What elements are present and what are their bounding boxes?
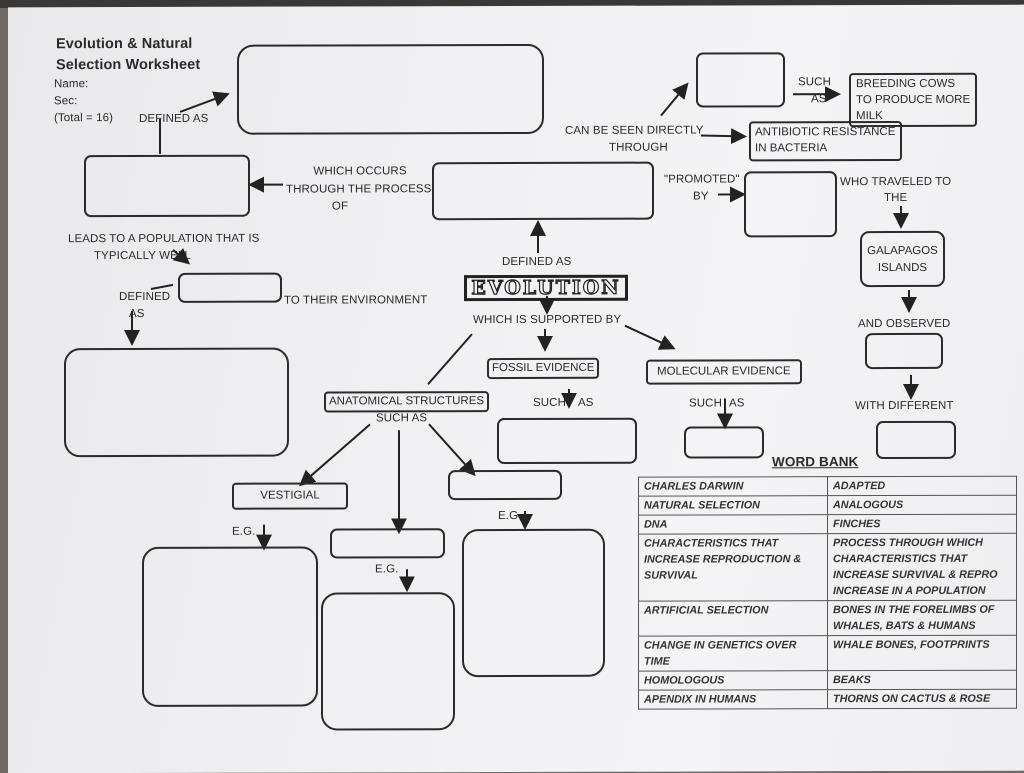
word-bank-term: BEAKS <box>828 670 1017 689</box>
answer-box-adapted-definition[interactable] <box>64 348 289 458</box>
label-supported-by: WHICH IS SUPPORTED BY <box>473 313 621 328</box>
label-eg-2: E.G. <box>375 562 398 577</box>
label-promoted: "PROMOTED" <box>664 172 740 187</box>
answer-box-process[interactable] <box>84 155 250 217</box>
molecular-evidence-label: MOLECULAR EVIDENCE <box>646 359 802 384</box>
sec-label: Sec: <box>54 94 77 109</box>
worksheet-title-line1: Evolution & Natural <box>56 37 192 52</box>
word-bank-term: CHARACTERISTICS THAT INCREASE REPRODUCTI… <box>639 534 828 601</box>
word-bank-row: CHARACTERISTICS THAT INCREASE REPRODUCTI… <box>639 533 1017 601</box>
word-bank-term: THORNS ON CACTUS & ROSE <box>828 689 1017 708</box>
label-promoted-by: BY <box>693 189 709 204</box>
name-label: Name: <box>54 77 88 92</box>
answer-box-different[interactable] <box>876 421 956 459</box>
evolution-title-box: EVOLUTION <box>464 275 628 301</box>
word-bank-term: DNA <box>639 515 828 534</box>
label-as-small: AS <box>811 92 827 107</box>
galapagos-islands-label: GALAPAGOS ISLANDS <box>860 231 945 287</box>
worksheet-title-line2: Selection Worksheet <box>56 58 200 73</box>
answer-box-scientist[interactable] <box>744 171 837 237</box>
word-bank-term: APENDIX IN HUMANS <box>639 690 828 709</box>
answer-box-anatomical-example-3[interactable] <box>462 529 605 677</box>
answer-box-mechanism[interactable] <box>432 162 654 221</box>
word-bank-term: ADAPTED <box>828 476 1017 495</box>
word-bank-term: PROCESS THROUGH WHICH CHARACTERISTICS TH… <box>828 533 1017 600</box>
word-bank-term: BONES IN THE FORELIMBS OF WHALES, BATS &… <box>828 600 1017 635</box>
answer-box-vestigial-example[interactable] <box>142 547 318 707</box>
antibiotic-resistance-label: ANTIBIOTIC RESISTANCE IN BACTERIA <box>749 121 902 161</box>
label-which-occurs: WHICH OCCURS <box>290 164 430 179</box>
answer-box-adapted[interactable] <box>178 273 282 303</box>
breeding-cows-label: BREEDING COWS TO PRODUCE MORE MILK <box>849 73 977 127</box>
word-bank-term: NATURAL SELECTION <box>639 496 828 515</box>
label-with-different: WITH DIFFERENT <box>855 399 954 414</box>
word-bank-term: CHANGE IN GENETICS OVER TIME <box>639 636 828 671</box>
label-and-observed: AND OBSERVED <box>858 317 950 332</box>
label-the: THE <box>884 191 907 206</box>
answer-box-molecular-example[interactable] <box>684 426 764 458</box>
answer-box-anatomical-type-2[interactable] <box>448 470 562 500</box>
label-leads-to-1: LEADS TO A POPULATION THAT IS <box>68 232 259 248</box>
label-who-traveled: WHO TRAVELED TO <box>840 175 951 190</box>
word-bank-term: ARTIFICIAL SELECTION <box>639 601 828 636</box>
label-can-be-seen-2: THROUGH <box>609 141 668 156</box>
label-such-as-anatomical: SUCH AS <box>376 411 427 426</box>
label-such-molecular: SUCH <box>689 396 722 411</box>
word-bank-term: FINCHES <box>828 514 1017 533</box>
answer-box-anatomical-type-3[interactable] <box>330 528 445 558</box>
word-bank-term: ANALOGOUS <box>828 495 1017 514</box>
answer-box-artificial-selection[interactable] <box>696 52 785 107</box>
worksheet-paper: Evolution & Natural Selection Worksheet … <box>8 5 1024 773</box>
label-such: SUCH <box>798 75 831 90</box>
label-as-molecular: AS <box>729 396 745 411</box>
label-defined-as-top: DEFINED AS <box>139 112 208 127</box>
word-bank-title: WORD BANK <box>772 454 858 469</box>
word-bank-term: CHARLES DARWIN <box>639 477 828 496</box>
fossil-evidence-label: FOSSIL EVIDENCE <box>487 358 599 379</box>
label-of: OF <box>320 199 360 214</box>
label-eg-1: E.G. <box>232 525 255 540</box>
word-bank-term: HOMOLOGOUS <box>639 671 828 690</box>
answer-box-evolution-definition[interactable] <box>237 44 544 135</box>
answer-box-fossil-example[interactable] <box>497 418 637 464</box>
total-label: (Total = 16) <box>54 111 113 126</box>
word-bank-term: WHALE BONES, FOOTPRINTS <box>828 635 1017 670</box>
label-eg-3: E.G <box>498 509 518 524</box>
anatomical-structures-label: ANATOMICAL STRUCTURES <box>324 391 489 412</box>
label-defined: DEFINED <box>119 290 170 305</box>
evolution-title: EVOLUTION <box>471 277 620 299</box>
label-can-be-seen-1: CAN BE SEEN DIRECTLY <box>565 124 704 139</box>
label-to-environment: TO THEIR ENVIRONMENT <box>284 293 427 308</box>
label-such-fossil: SUCH <box>533 396 566 411</box>
label-as: AS <box>129 307 145 322</box>
answer-box-anatomical-example-2[interactable] <box>321 592 455 730</box>
label-as-fossil: AS <box>578 396 594 411</box>
vestigial-label: VESTIGIAL <box>232 482 348 509</box>
label-through-process: THROUGH THE PROCESS <box>286 182 431 197</box>
answer-box-observed[interactable] <box>865 333 943 369</box>
label-defined-as-evolution: DEFINED AS <box>502 255 571 270</box>
label-leads-to-2: TYPICALLY WELL <box>94 249 191 264</box>
